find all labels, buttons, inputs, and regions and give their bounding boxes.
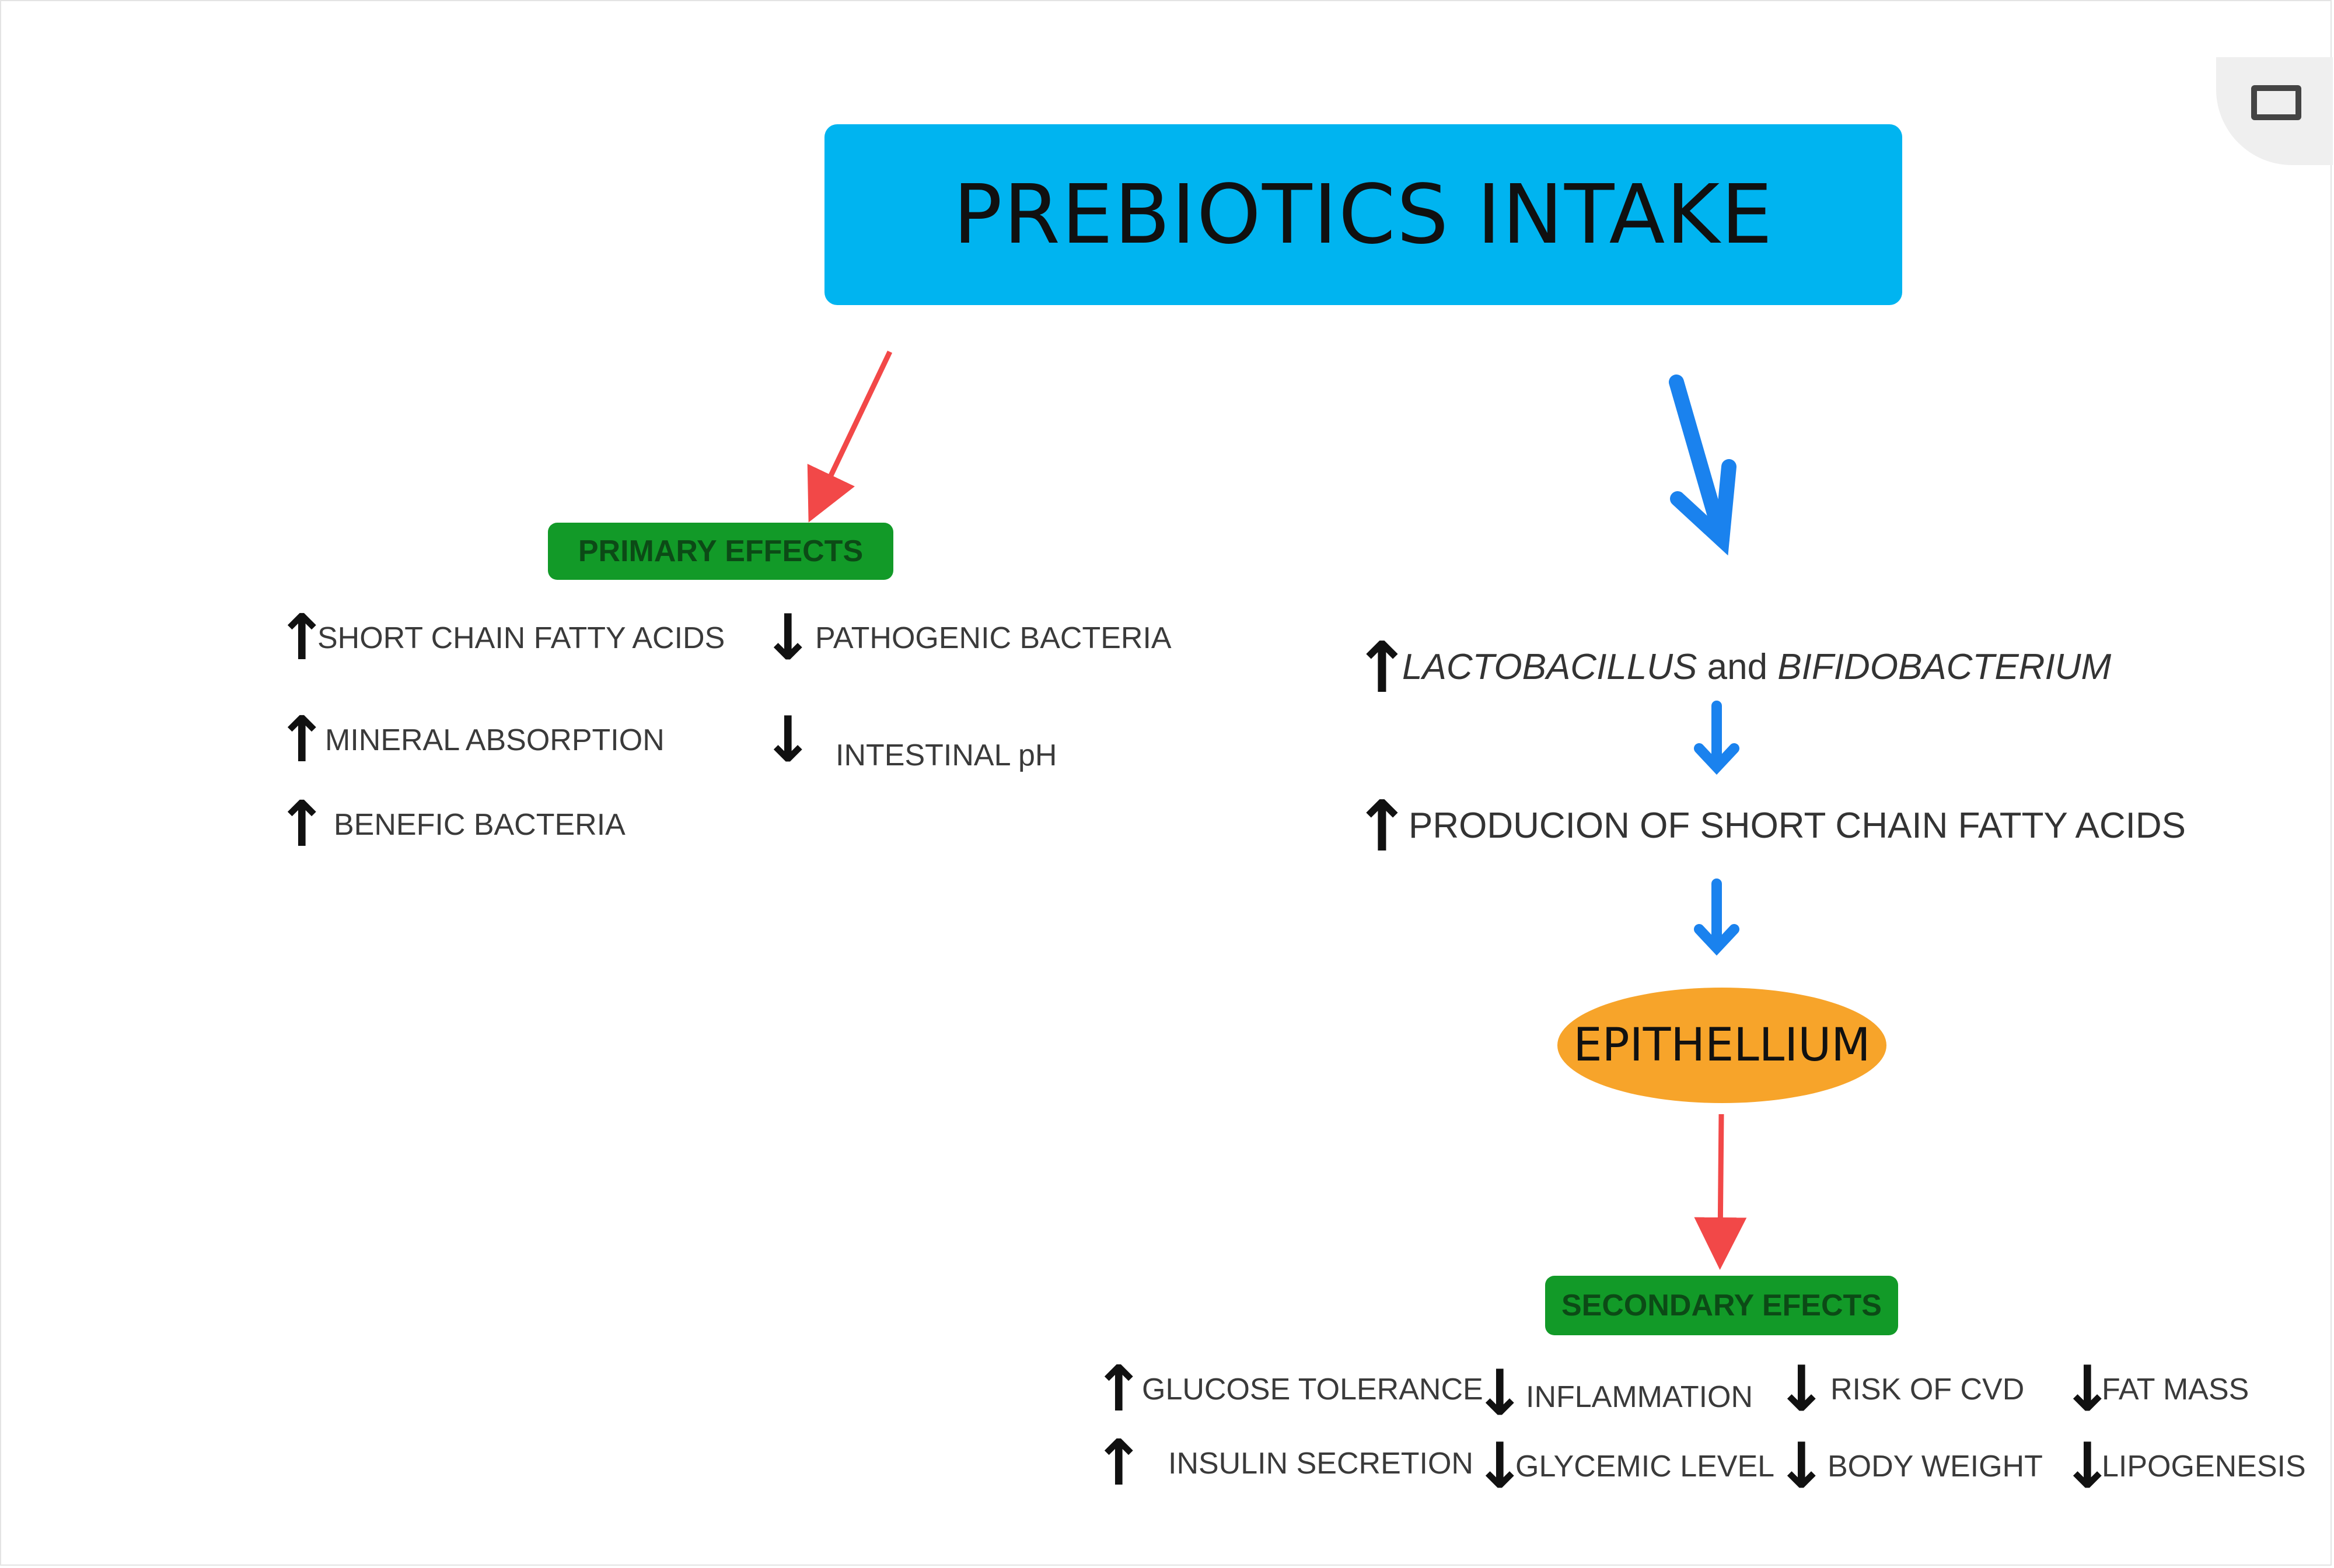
secondary-effects-heading: SECONDARY EFECTS	[1545, 1276, 1898, 1335]
epithelium-node: EPITHELLIUM	[1557, 988, 1886, 1103]
secondary-item-label: RISK OF CVD	[1830, 1373, 2025, 1406]
primary-effects-heading: PRIMARY EFFECTS	[548, 523, 893, 580]
secondary-item-label: GLYCEMIC LEVEL	[1515, 1450, 1775, 1483]
down-arrow-icon: ↓	[1775, 1430, 1828, 1503]
pathway-step-label: LACTOBACILLUS and BIFIDOBACTERIUM	[1402, 646, 2111, 688]
secondary-item-label: INSULIN SECRETION	[1168, 1447, 1473, 1480]
down-arrow-icon: ↓	[1473, 1357, 1526, 1430]
up-arrow-icon: ↑	[275, 704, 329, 776]
primary-item-label: SHORT CHAIN FATTY ACIDS	[317, 621, 725, 655]
up-arrow-icon: ↑	[1353, 786, 1411, 867]
arrow-step1-to-step2	[1694, 701, 1739, 775]
joiner-text: and	[1697, 647, 1778, 687]
lactobacillus-text: LACTOBACILLUS	[1402, 647, 1697, 687]
secondary-item-label: FAT MASS	[2102, 1373, 2249, 1406]
down-arrow-icon: ↓	[761, 704, 815, 776]
primary-item-label: INTESTINAL pH	[836, 738, 1057, 772]
primary-item-label: BENEFIC BACTERIA	[334, 808, 626, 842]
pathway-step-label: PRODUCION OF SHORT CHAIN FATTY ACIDS	[1409, 806, 2186, 846]
secondary-item-label: INFLAMMATION	[1526, 1380, 1753, 1414]
up-arrow-icon: ↑	[1092, 1353, 1145, 1426]
down-arrow-icon: ↓	[2061, 1430, 2114, 1503]
up-arrow-icon: ↑	[1092, 1427, 1145, 1500]
primary-item-label: MINERAL ABSORPTION	[325, 723, 665, 757]
arrow-title-to-pathway	[1669, 374, 1736, 556]
prebiotics-intake-title: PREBIOTICS INTAKE	[824, 124, 1902, 305]
down-arrow-icon: ↓	[761, 601, 815, 674]
arrow-epithelium-to-secondary	[1694, 1114, 1747, 1270]
down-arrow-icon: ↓	[1473, 1430, 1526, 1503]
arrow-title-to-primary	[807, 351, 893, 523]
down-arrow-icon: ↓	[1775, 1353, 1828, 1426]
down-arrow-icon: ↓	[2061, 1353, 2114, 1426]
arrow-step2-to-epithelium	[1694, 878, 1739, 956]
up-arrow-icon: ↑	[275, 601, 329, 674]
up-arrow-icon: ↑	[275, 788, 329, 861]
primary-item-label: PATHOGENIC BACTERIA	[815, 621, 1172, 655]
secondary-item-label: BODY WEIGHT	[1828, 1450, 2043, 1483]
bifidobacterium-text: BIFIDOBACTERIUM	[1777, 647, 2112, 687]
up-arrow-icon: ↑	[1353, 628, 1411, 709]
window-icon	[2251, 85, 2301, 120]
secondary-item-label: GLUCOSE TOLERANCE	[1142, 1373, 1483, 1406]
secondary-item-label: LIPOGENESIS	[2102, 1450, 2306, 1483]
